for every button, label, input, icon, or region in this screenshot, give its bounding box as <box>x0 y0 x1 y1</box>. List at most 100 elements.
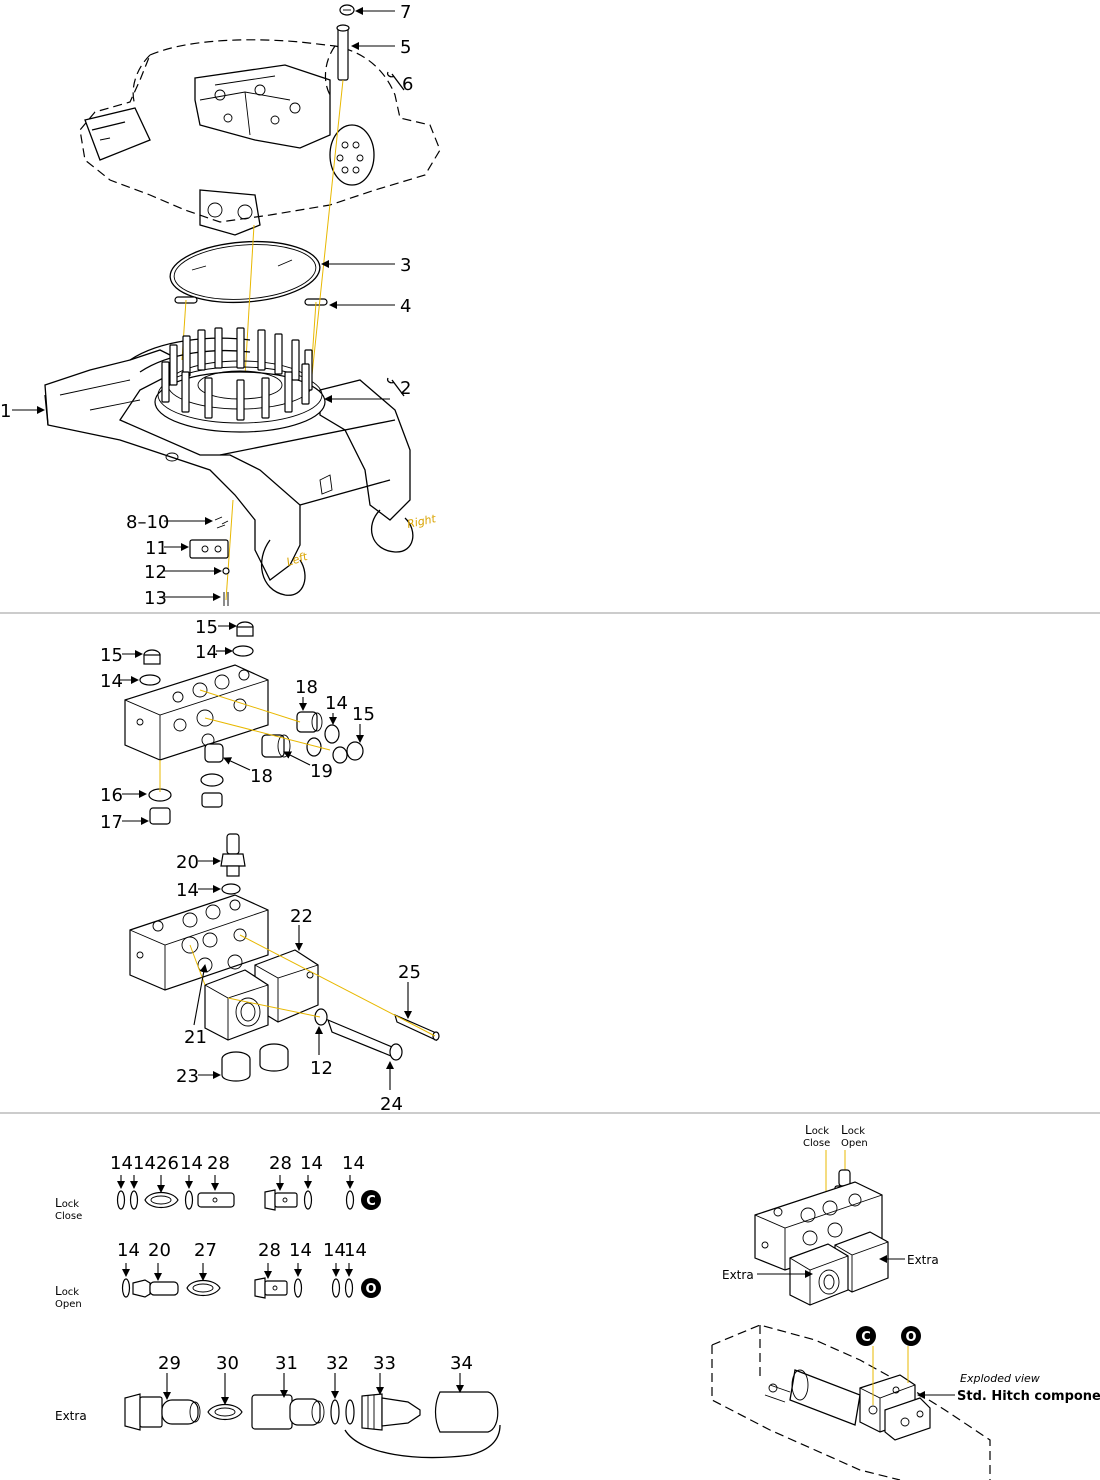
callout-number: 12 <box>310 1058 333 1079</box>
callout-7: 7 <box>355 2 411 23</box>
callout-23: 23 <box>176 1066 221 1087</box>
callout-2: 2 <box>324 378 411 403</box>
badge-letter: O <box>905 1330 916 1345</box>
badge-letter: O <box>365 1282 376 1297</box>
inset-extra-blocks <box>789 1231 889 1306</box>
callout-number: 23 <box>176 1066 199 1087</box>
callout-13: 13 <box>144 588 221 609</box>
callout-number: 8–10 <box>126 512 169 533</box>
callout-number: 22 <box>290 906 313 927</box>
row-sublabel: Open <box>55 1299 82 1310</box>
part-number: 14 <box>300 1153 323 1174</box>
valve-fittings <box>139 621 364 825</box>
callout-15: 15 <box>100 645 143 666</box>
callout-19: 19 <box>283 751 333 782</box>
callout-number: 16 <box>100 785 123 806</box>
callout-number: 18 <box>295 677 318 698</box>
callout-1: 1 <box>0 401 45 422</box>
part-number: 14 <box>342 1153 365 1174</box>
badge-close-icon: C <box>361 1190 381 1210</box>
callout-18: 18 <box>295 677 318 711</box>
callout-12: 12 <box>310 1026 333 1079</box>
callout-number: 18 <box>250 766 273 787</box>
callout-number: 14 <box>195 642 218 663</box>
row-sublabel: Close <box>55 1211 82 1222</box>
part-number: 14 <box>180 1153 203 1174</box>
hitch-cylinder <box>764 1369 861 1426</box>
callout-number: 14 <box>325 693 348 714</box>
part-number: 30 <box>216 1353 239 1374</box>
callout-number: 15 <box>195 617 218 638</box>
callout-number: 2 <box>400 378 411 399</box>
inset-lock-close-label: Lock <box>805 1123 829 1137</box>
torque-wrench-icon <box>386 71 405 91</box>
callout-number: 7 <box>400 2 411 23</box>
callout-number: 25 <box>398 962 421 983</box>
callout-number: 13 <box>144 588 167 609</box>
bolt-5 <box>336 24 350 81</box>
bolts-24-25 <box>314 1008 440 1061</box>
inset-lock-open-label: Lock <box>841 1123 865 1137</box>
valve-block-2 <box>129 894 269 991</box>
hitch-label-right: Right <box>406 512 438 531</box>
callout-number: 6 <box>402 74 413 95</box>
part-number: 32 <box>326 1353 349 1374</box>
callout-16: 16 <box>100 785 147 806</box>
badge-letter: C <box>861 1330 871 1345</box>
callout-14: 14 <box>195 642 233 663</box>
badge-close-icon: C <box>856 1326 876 1346</box>
callout-24: 24 <box>380 1061 403 1115</box>
hitch-label-left: Left <box>285 550 310 569</box>
inset-extra-left-label: Extra <box>722 1268 754 1282</box>
badge-open-icon: O <box>361 1278 381 1298</box>
part-number: 14 <box>110 1153 133 1174</box>
top-control-block <box>194 64 331 149</box>
fitting-20 <box>220 833 246 895</box>
badge-letter: C <box>366 1194 376 1209</box>
callout-number: 20 <box>176 852 199 873</box>
callout-11: 11 <box>145 538 189 559</box>
o-ring-3 <box>169 240 321 304</box>
callout-number: 1 <box>0 401 11 422</box>
hitch-valve-components <box>859 1374 931 1441</box>
part-number: 26 <box>156 1153 179 1174</box>
callout-number: 14 <box>100 671 123 692</box>
hitch-frame <box>44 337 414 596</box>
row-label: Lock <box>55 1196 79 1210</box>
housing-boss <box>199 189 261 236</box>
callout-number: 19 <box>310 761 333 782</box>
callout-20: 20 <box>176 852 221 873</box>
row-lock-close: Lock Close 14 14 26 <box>55 1153 381 1222</box>
part-number: 27 <box>194 1240 217 1261</box>
callout-21: 21 <box>184 964 208 1048</box>
row-parts <box>116 1189 355 1211</box>
callout-number: 21 <box>184 1027 207 1048</box>
part-number: 14 <box>133 1153 156 1174</box>
part-number: 14 <box>117 1240 140 1261</box>
callout-number: 5 <box>400 37 411 58</box>
callout-14: 14 <box>325 693 348 725</box>
part-number: 28 <box>269 1153 292 1174</box>
hitch-dashed-outline <box>711 1324 991 1480</box>
row-parts <box>121 1277 354 1299</box>
part-number: 14 <box>289 1240 312 1261</box>
torque-wrench-icon <box>386 377 405 397</box>
valve-block-exploded: 15 15 14 14 18 14 15 19 <box>100 617 375 833</box>
row-label: Lock <box>55 1284 79 1298</box>
small-parts-8-13 <box>189 516 230 606</box>
inset-lock-open-sublabel: Open <box>841 1138 868 1149</box>
callout-number: 24 <box>380 1094 403 1115</box>
caps-23 <box>221 1043 289 1082</box>
callout-18: 18 <box>223 757 273 787</box>
callout-3: 3 <box>321 255 411 276</box>
exploded-view-label: Exploded view <box>960 1372 1040 1385</box>
washer-7 <box>339 4 355 16</box>
part-number: 34 <box>450 1353 473 1374</box>
row-arrows <box>163 1373 464 1405</box>
callout-number: 15 <box>100 645 123 666</box>
part-number: 31 <box>275 1353 298 1374</box>
callout-4: 4 <box>329 296 411 317</box>
part-number: 14 <box>344 1240 367 1261</box>
row-label: Extra <box>55 1409 87 1423</box>
